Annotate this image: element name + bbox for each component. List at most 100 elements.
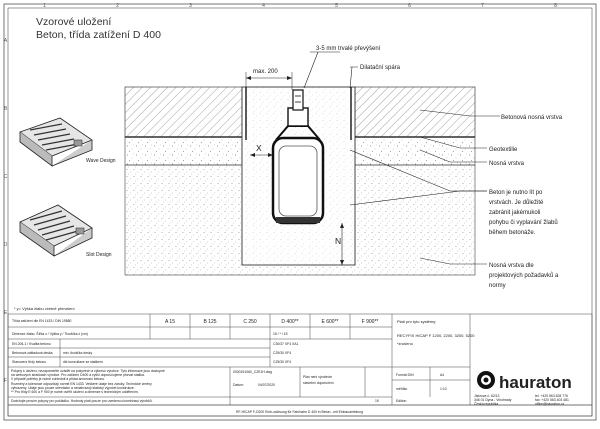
frame-col-1: 1 [43, 3, 46, 9]
footnote: * y= Výška žlabu včetně přerušení [14, 306, 75, 311]
dimension-max-200: max. 200 [253, 69, 278, 75]
outer-frame [3, 3, 597, 421]
svg-text:během betonáže.: během betonáže. [489, 230, 536, 236]
callout-concrete-note: Beton je nutno lít po vrstvách. Je důlež… [489, 190, 558, 236]
frame-row-B: B [4, 106, 8, 112]
svg-text:Jiskrova č. 62/13: Jiskrova č. 62/13 [474, 394, 500, 398]
hauraton-logo: hauraton [477, 371, 572, 392]
frame-col-7: 7 [481, 3, 484, 9]
grate-slot [292, 89, 304, 111]
wave-design-label: Wave Design [86, 158, 116, 164]
frame-col-6: 6 [408, 3, 411, 9]
svg-text:vyhrazeny. Údaje jsou pouze or: vyhrazeny. Údaje jsou pouze orientační a… [11, 385, 135, 390]
frame-col-2: 2 [116, 3, 119, 9]
load-class-4: E 600** [322, 319, 339, 325]
title-block [7, 313, 593, 417]
frame-row-A: A [4, 38, 8, 44]
svg-text:Dodržujte prosím pokyny pro po: Dodržujte prosím pokyny pro pokládku. Ho… [11, 399, 153, 403]
title-line-2: Beton, třída zatížení D 400 [36, 29, 161, 41]
svg-text:Betonová základová deska: Betonová základová deska [12, 351, 53, 355]
svg-text:vrstvách. Je důležité: vrstvách. Je důležité [489, 199, 544, 206]
svg-text:Rozměry a tolerance odpovídají: Rozměry a tolerance odpovídají normě EN … [11, 382, 152, 386]
concrete-surface-left [124, 86, 243, 138]
svg-text:dle konzultace se statikem: dle konzultace se statikem [63, 360, 103, 364]
frame-col-5: 5 [335, 3, 338, 9]
frame-row-markers: A B C D E F [4, 38, 8, 384]
cross-section: max. 200 X N [124, 66, 476, 276]
frame-row-E: E [4, 310, 8, 316]
plan-note-1: Plán není výrobním [303, 375, 332, 379]
svg-text:Beton je nutno lít po: Beton je nutno lít po [489, 190, 543, 196]
frame-row-D: D [4, 242, 8, 248]
svg-text:C25/30 XF4: C25/30 XF4 [273, 360, 291, 364]
svg-text:EN 206-1 / Kvalita betonu: EN 206-1 / Kvalita betonu [12, 342, 51, 346]
frame-col-3: 3 [189, 3, 192, 9]
notes-block: Pokyny k uložení, nezapomeňte uvádět na … [11, 369, 165, 403]
drawing-number: 0000151060_CZE1H.dwg [233, 370, 272, 374]
svg-text:Česká republika: Česká republika [474, 401, 498, 406]
format-value: A4 [440, 373, 444, 377]
load-class-5: F 900** [362, 319, 379, 325]
callout-geotextile: Geotextilie [489, 147, 518, 153]
plan-note-2: stavební doporučení [303, 381, 334, 385]
svg-text:V případě potřeby je nutné zoh: V případě potřeby je nutné zohlednit a p… [11, 377, 105, 381]
svg-text:fax: +420 563 403 481: fax: +420 563 403 481 [535, 398, 569, 402]
date-label: Datum: [233, 383, 244, 387]
product-label: Platí pro tyto systémy: [397, 319, 436, 324]
drain-channel [271, 136, 325, 225]
concrete-surface-right [354, 86, 476, 138]
bearing-layer-left [124, 136, 243, 166]
load-class-cells: A 15 B 125 C 250 D 400** E 600** F 900** [165, 319, 378, 325]
frame-row-F: F [4, 378, 7, 384]
bearing-layer-right [354, 136, 476, 166]
scale-value: 1:10 [440, 387, 447, 391]
svg-text:346 01 Dyna - Vinohrady: 346 01 Dyna - Vinohrady [474, 398, 512, 402]
frame-col-8: 8 [554, 3, 557, 9]
sheet-label: Edition [396, 399, 406, 403]
frame-column-markers: 1 2 3 4 5 6 7 8 [43, 3, 557, 9]
logo-text: hauraton [499, 373, 572, 392]
product-name: RECYFIX HICAP F 1200, 2200, 3200, 5200 [397, 333, 475, 338]
svg-text:** Pro třídy E 600 a F 900 je: ** Pro třídy E 600 a F 900 je nutné ověř… [11, 390, 139, 394]
callout-elevation: 3-5 mm trvalé převýšení [316, 46, 381, 52]
svg-text:Nosná vrstva dle: Nosná vrstva dle [489, 263, 534, 269]
svg-text:C25/30 XF4: C25/30 XF4 [273, 351, 291, 355]
dimension-row-label: Dimenze žlabu: Šířka x / Výška y / Tlouš… [12, 331, 88, 336]
callout-leaders [303, 51, 500, 265]
load-class-0: A 15 [165, 319, 175, 325]
title-line-1: Vzorové uložení [36, 16, 111, 28]
callout-joint: Dilatační spára [360, 65, 401, 71]
callout-bearing-note: Nosná vrstva dle projektových požadavků … [489, 263, 559, 289]
load-class-3: D 400** [281, 319, 298, 325]
svg-text:pohybu či vyplavání žlabů: pohybu či vyplavání žlabů [489, 219, 558, 226]
slot-design-grate [19, 204, 93, 257]
load-class-header: Třída zatížení dle EN 1433 / DIN 19580 [12, 319, 71, 323]
svg-text:C30/37 XF4 XA1: C30/37 XF4 XA1 [273, 342, 299, 346]
footer-text: RF-HICAP F-D200 Einb-uslösung für Fahrba… [236, 410, 363, 414]
product-sub: *zrušeno [397, 341, 414, 346]
date-value: 04/07/2020 [258, 383, 275, 387]
concrete-spec-rows: EN 206-1 / Kvalita betonu C30/37 XF4 XA1… [12, 342, 299, 364]
svg-text:office@hauraton.cz: office@hauraton.cz [535, 402, 565, 406]
dimension-row-value: 15 / * / 15 [273, 332, 288, 336]
svg-text:tel. +420 563 628 776: tel. +420 563 628 776 [535, 394, 568, 398]
dimension-n: N [335, 236, 341, 246]
svg-text:normy: normy [489, 283, 506, 289]
svg-text:Pokyny k uložení, nezapomeňte: Pokyny k uložení, nezapomeňte uvádět na … [11, 369, 165, 373]
frame-row-C: C [4, 174, 8, 180]
page-number: 19 [375, 399, 379, 403]
callout-bearing-layer: Nosná vrstva [489, 161, 525, 167]
svg-text:na webových stránkách výrobce.: na webových stránkách výrobce. Pro zatíž… [11, 373, 145, 377]
dimension-x: X [256, 143, 262, 153]
load-class-1: B 125 [203, 319, 216, 325]
load-class-2: C 250 [243, 319, 257, 325]
frame-col-4: 4 [262, 3, 265, 9]
grate-frame [287, 107, 309, 127]
scale-label: měřítko [396, 387, 407, 391]
svg-text:min. tloušťka desky: min. tloušťka desky [63, 351, 92, 355]
svg-text:zabránit jakémukoli: zabránit jakémukoli [489, 210, 540, 216]
callout-concrete-layer: Betonová nosná vrstva [501, 115, 563, 121]
slot-design-label: Slot Design [86, 252, 112, 258]
